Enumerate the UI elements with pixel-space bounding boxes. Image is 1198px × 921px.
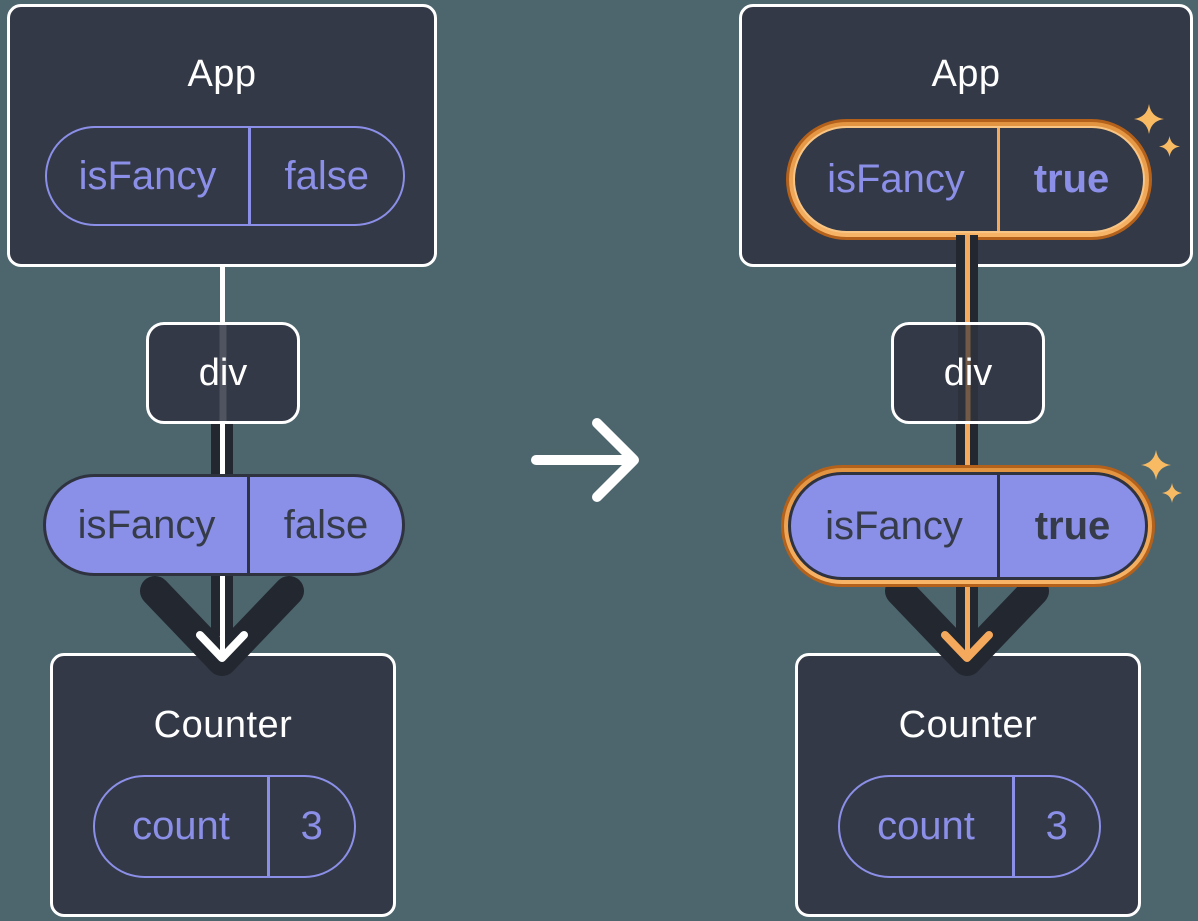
- counter-title: Counter: [898, 704, 1038, 746]
- prop-value-label: true: [1034, 503, 1111, 548]
- prop-pill-after: isFancy true: [788, 472, 1148, 580]
- app-title: App: [931, 53, 1001, 95]
- prop-key-label: isFancy: [825, 503, 963, 548]
- counter-card-before: Counter count 3: [50, 653, 396, 917]
- state-key-label: count: [877, 804, 975, 848]
- prop-key-label: isFancy: [77, 502, 216, 547]
- state-key-label: count: [132, 804, 230, 848]
- pill-divider: [997, 128, 1000, 231]
- app-title: App: [187, 53, 257, 95]
- connector-div-prop-after-core: [964, 420, 970, 467]
- connector-app-div-before: [219, 264, 225, 325]
- pass-through-strip: [219, 325, 227, 421]
- highlight-ring-state: isFancy true: [786, 119, 1152, 240]
- state-key-label: isFancy: [827, 157, 965, 201]
- arrow-head-white-before: [196, 631, 248, 662]
- counter-title: Counter: [153, 704, 293, 746]
- arrow-core-after: [964, 587, 970, 660]
- connector-div-prop-before-core: [219, 420, 225, 478]
- pill-divider: [248, 128, 251, 224]
- state-value-label: false: [284, 153, 370, 198]
- arrow-head-orange-after: [941, 631, 993, 662]
- pill-divider: [1012, 777, 1015, 876]
- arrow-core-before: [219, 572, 225, 660]
- div-node-after: div: [891, 322, 1045, 424]
- app-card-before: App isFancy false: [7, 4, 437, 267]
- counter-state-pill-after: count 3: [838, 775, 1101, 878]
- pill-divider: [247, 477, 250, 573]
- sparkle-icon: [1159, 136, 1180, 157]
- prop-pill-before: isFancy false: [43, 474, 405, 576]
- pill-divider: [997, 475, 1000, 577]
- connector-app-div-after-core: [964, 235, 970, 325]
- right-arrow-icon: [531, 418, 639, 502]
- sparkle-icon: [1162, 483, 1182, 503]
- state-value-label: 3: [1045, 804, 1068, 848]
- app-state-pill-before: isFancy false: [45, 126, 405, 226]
- highlight-ring-prop: isFancy true: [781, 465, 1155, 587]
- prop-value-label: false: [283, 502, 369, 547]
- pass-through-strip: [958, 325, 978, 421]
- div-label: div: [943, 351, 993, 394]
- counter-state-pill-before: count 3: [93, 775, 356, 878]
- counter-card-after: Counter count 3: [795, 653, 1141, 917]
- pass-through-strip-core: [965, 325, 971, 421]
- app-state-pill-after: isFancy true: [793, 126, 1145, 233]
- state-value-label: 3: [300, 804, 323, 848]
- app-card-after: App isFancy true: [739, 4, 1193, 267]
- div-node-before: div: [146, 322, 300, 424]
- state-value-label: true: [1033, 157, 1110, 201]
- sparkle-icon: [1134, 104, 1164, 134]
- state-key-label: isFancy: [78, 153, 217, 198]
- div-label: div: [198, 351, 248, 394]
- sparkle-icon: [1141, 450, 1171, 480]
- pill-divider: [267, 777, 270, 876]
